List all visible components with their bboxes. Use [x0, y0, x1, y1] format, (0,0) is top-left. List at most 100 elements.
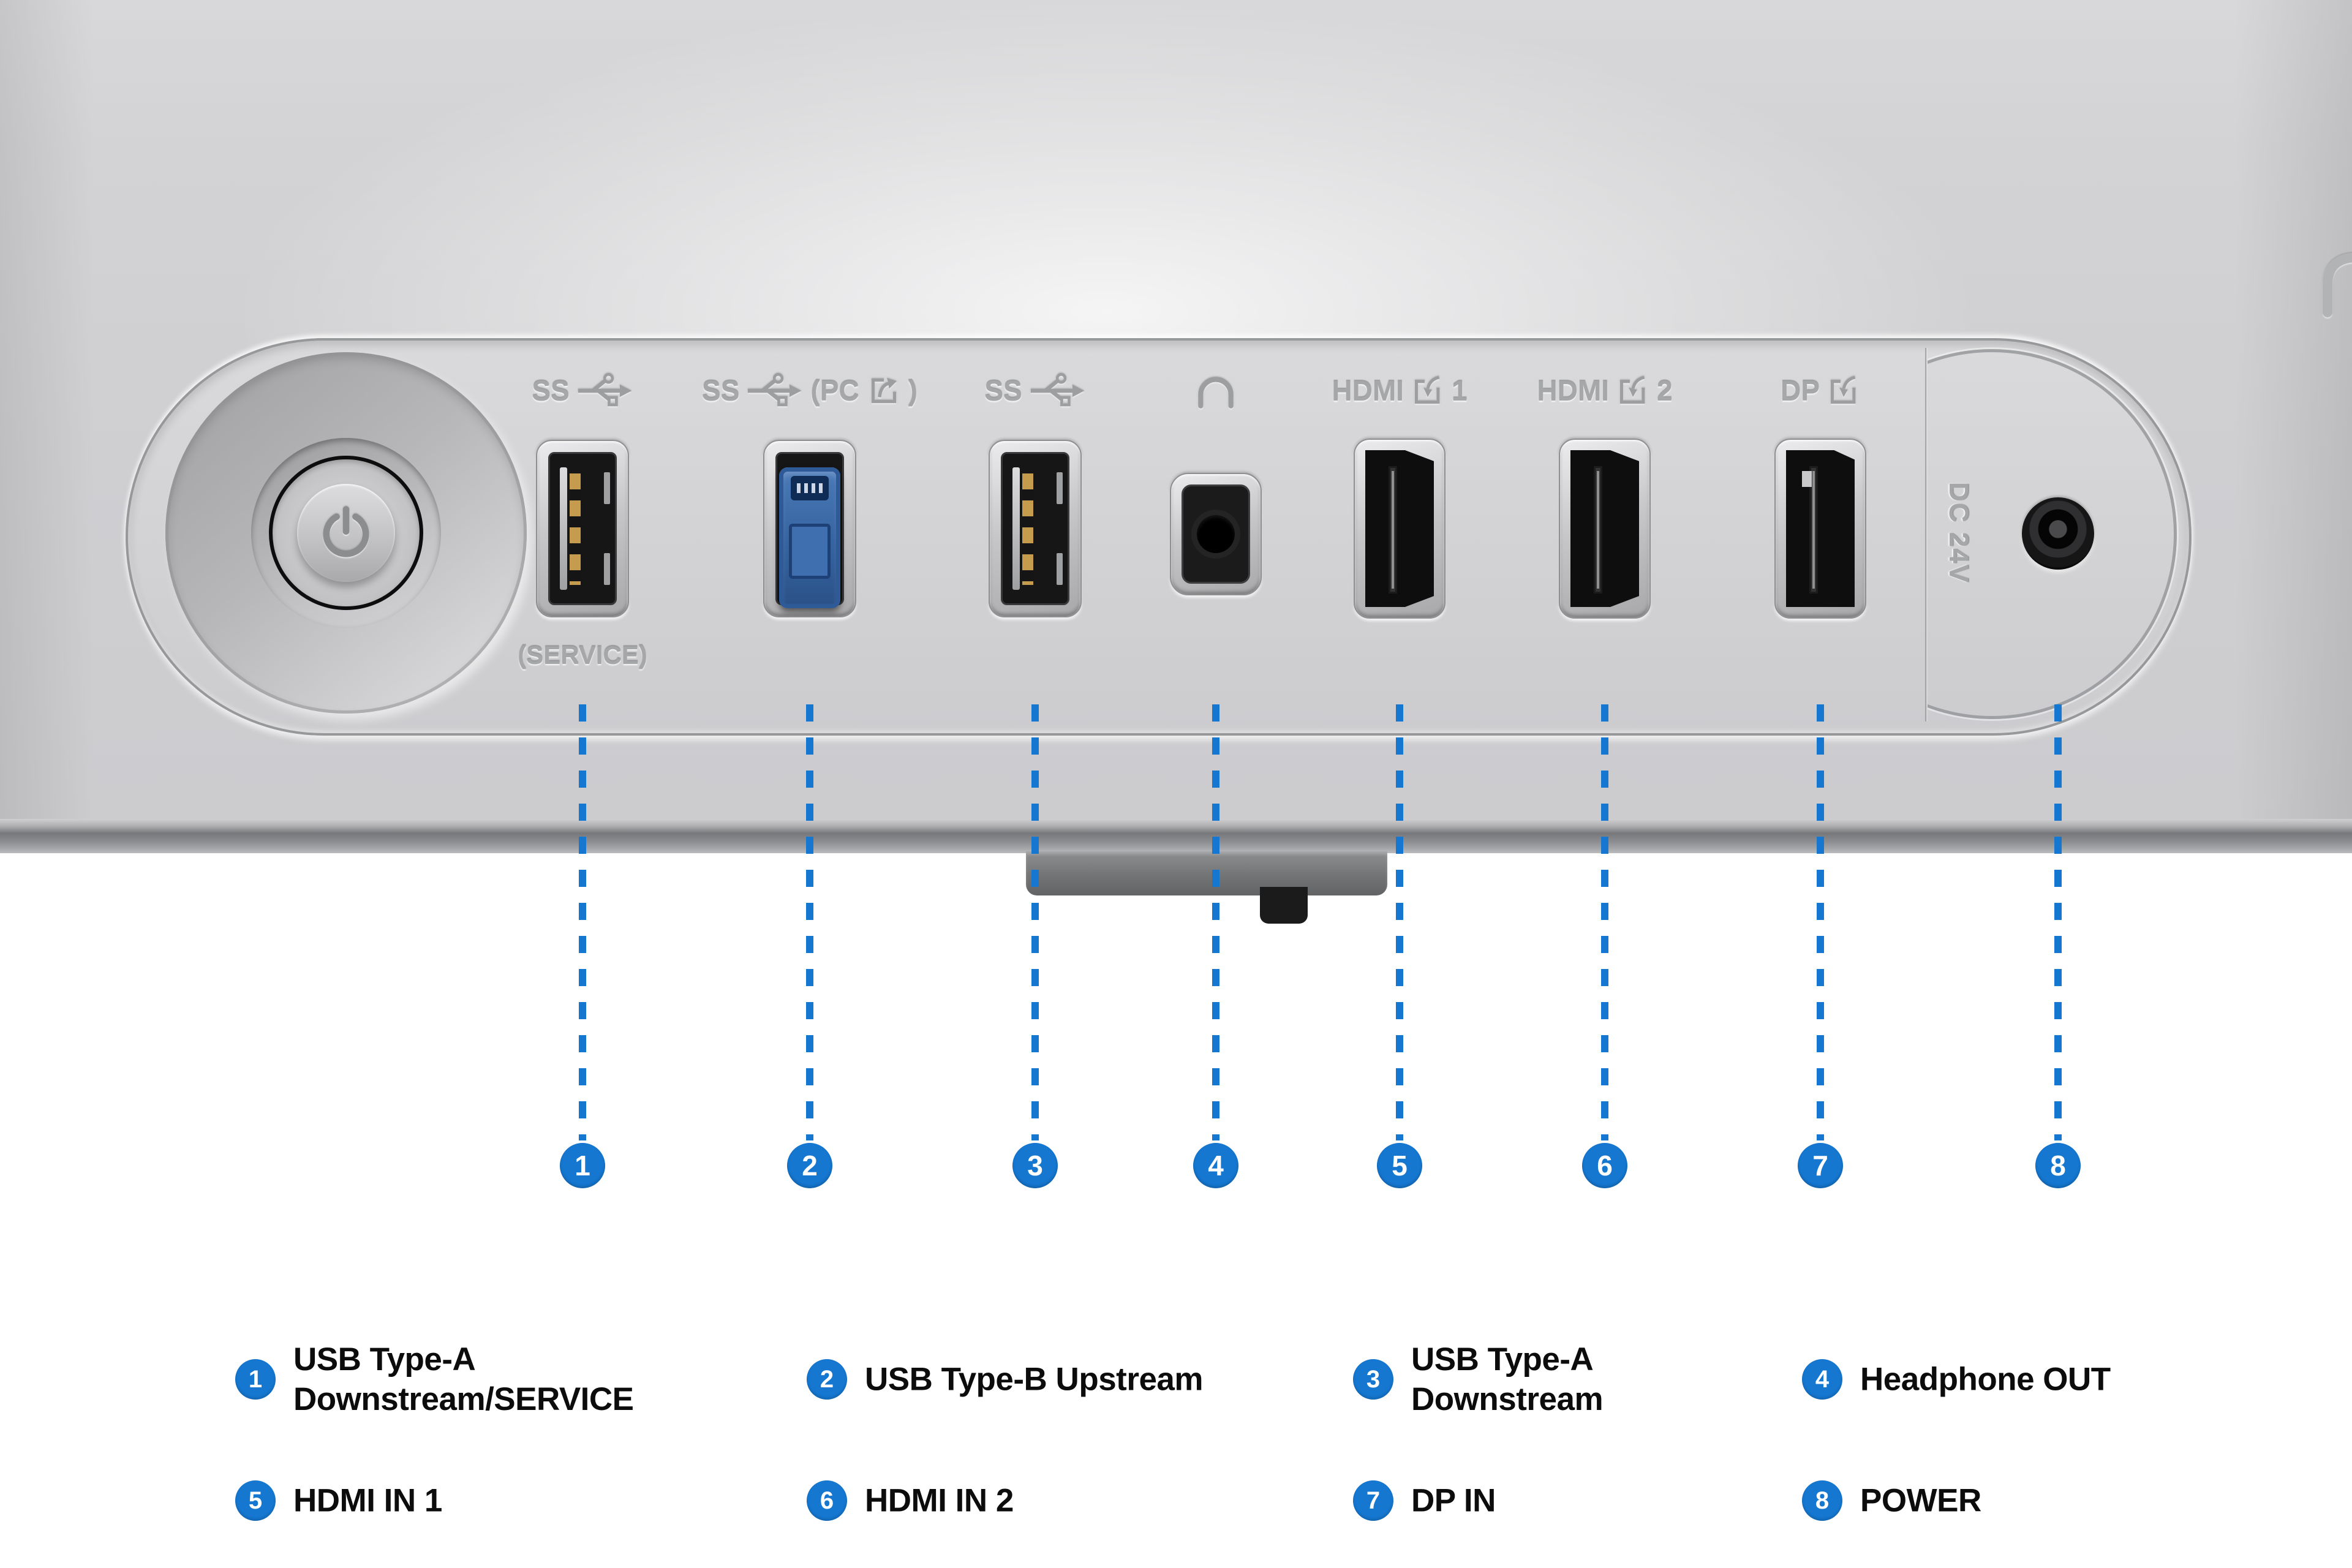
- usb-clip: [1057, 553, 1063, 585]
- dp-slot: [1809, 466, 1818, 594]
- callout-line-8: [2054, 704, 2062, 1140]
- power-button: [297, 484, 395, 582]
- dp-text: DP: [1781, 375, 1820, 407]
- usb-b-connector: [779, 467, 840, 608]
- callout-line-2: [806, 704, 813, 1140]
- hdmi-port-1: [1354, 439, 1446, 619]
- legend-number-4: 4: [1802, 1359, 1842, 1400]
- panel-divider: [1925, 348, 1928, 722]
- headphone-jack: [1170, 473, 1262, 595]
- dc-power-section: [1928, 341, 2184, 728]
- hdmi-number: 2: [1656, 375, 1673, 407]
- pc-label-open: (PC: [810, 375, 859, 407]
- legend-number-5: 5: [235, 1480, 276, 1521]
- usb-b-port: [763, 440, 856, 617]
- usb-clip: [604, 472, 610, 504]
- callout-badge-3: 3: [1012, 1143, 1058, 1188]
- usb-clip: [604, 553, 610, 585]
- hdmi-text: HDMI: [1537, 375, 1609, 407]
- service-label: (SERVICE): [518, 641, 647, 669]
- usb-a-port-1: [536, 440, 629, 617]
- legend-label-line2: Downstream/SERVICE: [293, 1381, 634, 1417]
- usb-superspeed-trident-icon: [578, 373, 631, 407]
- headphone-jack-hole: [1197, 515, 1235, 553]
- legend-number-6: 6: [807, 1480, 847, 1521]
- legend-item-6: 6 HDMI IN 2: [807, 1480, 1014, 1521]
- usb-b-core: [789, 524, 831, 579]
- callout-line-3: [1031, 704, 1039, 1140]
- dc-power-connector: [2022, 497, 2094, 570]
- legend-item-5: 5 HDMI IN 1: [235, 1480, 442, 1521]
- input-arrow-icon: [1619, 375, 1645, 404]
- dc-24v-label: DC 24V: [1943, 481, 1973, 584]
- callout-badge-6: 6: [1582, 1143, 1627, 1188]
- hdmi-port-2-opening: [1570, 450, 1639, 607]
- export-arrow-icon: [871, 378, 897, 404]
- callout-badge-7: 7: [1798, 1143, 1843, 1188]
- legend-item-8: 8 POWER: [1802, 1480, 1981, 1521]
- usb-a-port-2: [989, 440, 1082, 617]
- stand-mount-plate: [1026, 851, 1387, 895]
- usb-gold-pins: [1022, 473, 1033, 585]
- port-label-usb-a-1: SS: [491, 365, 674, 417]
- dp-port-opening: [1786, 450, 1855, 607]
- legend-item-4: 4 Headphone OUT: [1802, 1359, 2111, 1400]
- usb-a-port-1-cavity: [548, 452, 617, 605]
- callout-line-4: [1212, 704, 1219, 1140]
- legend-label: HDMI IN 1: [293, 1482, 442, 1519]
- legend-label: HDMI IN 2: [865, 1482, 1014, 1519]
- pc-label-close: ): [908, 375, 918, 407]
- hdmi-text: HDMI: [1332, 375, 1404, 407]
- legend-label: USB Type-A: [1411, 1341, 1594, 1378]
- usb-b-port-cavity: [775, 452, 844, 608]
- port-label-dp: DP: [1728, 365, 1912, 417]
- hdmi-port-2: [1559, 439, 1651, 619]
- legend-item-7: 7 DP IN: [1353, 1480, 1496, 1521]
- callout-line-5: [1396, 704, 1403, 1140]
- input-arrow-icon: [1830, 375, 1856, 404]
- port-label-usb-a-2: SS: [943, 365, 1127, 417]
- cable-guide-groove: [2323, 252, 2352, 317]
- port-label-usb-b: SS (PC ): [650, 365, 969, 417]
- usb-ss-text: SS: [984, 375, 1022, 407]
- hdmi-number: 1: [1451, 375, 1468, 407]
- power-button-ring: [269, 456, 423, 610]
- usb-clip: [1057, 472, 1063, 504]
- port-label-headphone: [1124, 365, 1308, 417]
- usb-a-port-2-cavity: [1001, 452, 1069, 605]
- callout-line-6: [1601, 704, 1608, 1140]
- port-panel: SS (SERVICE): [126, 338, 2192, 736]
- callout-line-1: [579, 704, 586, 1140]
- dp-port: [1774, 439, 1866, 619]
- usb-tongue: [1012, 467, 1020, 590]
- legend-item-2: 2 USB Type-B Upstream: [807, 1359, 1204, 1400]
- hdmi-slot: [1389, 466, 1397, 594]
- usb-superspeed-trident-icon: [748, 373, 802, 407]
- legend-number-1: 1: [235, 1359, 276, 1400]
- legend-label: POWER: [1860, 1482, 1981, 1519]
- dp-notch: [1802, 471, 1812, 487]
- callout-badge-4: 4: [1193, 1143, 1238, 1188]
- hdmi-slot: [1594, 466, 1602, 594]
- legend-number-7: 7: [1353, 1480, 1393, 1521]
- legend-label: DP IN: [1411, 1482, 1496, 1519]
- port-label-hdmi-2: HDMI 2: [1513, 365, 1697, 417]
- legend-label: USB Type-A: [293, 1341, 476, 1378]
- legend-number-3: 3: [1353, 1359, 1393, 1400]
- callout-badge-2: 2: [787, 1143, 832, 1188]
- hdmi-port-1-opening: [1365, 450, 1434, 607]
- legend-number-8: 8: [1802, 1480, 1842, 1521]
- usb-superspeed-trident-icon: [1030, 373, 1084, 407]
- legend-label-line2: Downstream: [1411, 1381, 1604, 1417]
- legend-label: USB Type-B Upstream: [865, 1361, 1204, 1398]
- input-arrow-icon: [1414, 375, 1440, 404]
- legend-label: Headphone OUT: [1860, 1361, 2111, 1398]
- usb-b-pins: [791, 476, 829, 500]
- usb-ss-text: SS: [532, 375, 570, 407]
- callout-badge-1: 1: [560, 1143, 605, 1188]
- callout-badge-8: 8: [2035, 1143, 2081, 1188]
- stand-release-tab: [1260, 887, 1308, 924]
